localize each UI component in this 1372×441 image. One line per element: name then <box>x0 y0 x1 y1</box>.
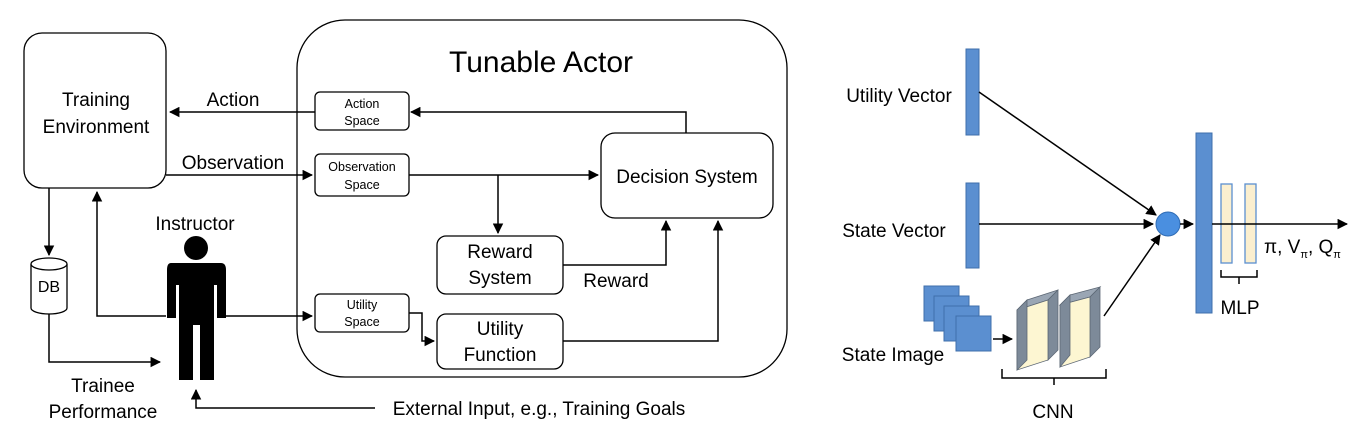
merge-node <box>1155 211 1181 237</box>
reward-system-line2: System <box>468 268 531 289</box>
instructor-to-env-arrow <box>91 190 166 317</box>
utility-function-line1: Utility <box>477 319 524 340</box>
decision-system-box <box>600 132 774 219</box>
reward-system-line1: Reward <box>467 242 532 263</box>
training-environment-box <box>23 32 167 189</box>
utility-space-line2: Space <box>344 315 379 329</box>
mlp-bracket <box>1220 270 1258 278</box>
utility-space-to-function-arrow <box>409 312 436 347</box>
cnn-to-merge-arrow <box>1103 234 1161 317</box>
utility-function-line2: Function <box>464 345 537 366</box>
tunable-actor-diagram: Tunable Actor Training Environment Actio… <box>23 19 788 423</box>
cnn-bracket <box>1001 369 1107 379</box>
cnn-layer-1 <box>1016 289 1059 371</box>
utility-to-merge-arrow <box>978 91 1157 216</box>
action-space-line1: Action <box>345 97 380 111</box>
output-v-subscript: π <box>1300 249 1308 261</box>
db-to-instructor-arrow <box>48 314 162 368</box>
utility-to-decision-arrow <box>563 219 724 342</box>
utility-vector-bar <box>965 48 980 136</box>
instructor-label: Instructor <box>155 214 235 235</box>
instructor-person-icon <box>167 236 226 380</box>
mlp-label: MLP <box>1220 298 1259 319</box>
action-label: Action <box>207 90 260 111</box>
tunable-actor-title: Tunable Actor <box>449 46 633 79</box>
training-environment-line1: Training <box>62 90 130 111</box>
state-image-label: State Image <box>842 345 944 366</box>
training-environment-line2: Environment <box>43 117 150 138</box>
decision-system-label: Decision System <box>616 167 758 188</box>
action-space-box <box>314 91 410 131</box>
observation-space-line2: Space <box>344 178 379 192</box>
network-architecture-diagram: Utility Vector State Vector State Image … <box>842 48 1349 423</box>
decision-to-action-arrow <box>409 106 687 133</box>
external-input-arrow <box>190 388 375 409</box>
trainee-performance-line1: Trainee <box>71 376 135 397</box>
output-pi-text: π, V <box>1264 237 1301 258</box>
output-q-text: , Q <box>1308 237 1333 258</box>
state-image-stack <box>923 285 992 352</box>
db-label: DB <box>38 279 60 296</box>
reward-to-decision-arrow <box>563 219 672 266</box>
cnn-layer-2 <box>1058 286 1102 369</box>
action-space-line2: Space <box>344 114 379 128</box>
db-cylinder <box>30 257 68 315</box>
trainee-performance-line2: Performance <box>49 402 158 423</box>
state-vector-bar <box>965 182 980 269</box>
state-vector-label: State Vector <box>842 221 946 242</box>
reward-label: Reward <box>583 271 648 292</box>
observation-space-line1: Observation <box>328 160 395 174</box>
output-label: π, Vπ, Qπ <box>1264 237 1341 261</box>
output-q-subscript: π <box>1333 249 1341 261</box>
cnn-label: CNN <box>1032 402 1073 423</box>
utility-vector-label: Utility Vector <box>846 86 952 107</box>
external-input-label: External Input, e.g., Training Goals <box>393 399 686 420</box>
observation-label: Observation <box>182 153 284 174</box>
concat-vector-bar <box>1195 132 1213 314</box>
utility-space-line1: Utility <box>347 298 378 312</box>
